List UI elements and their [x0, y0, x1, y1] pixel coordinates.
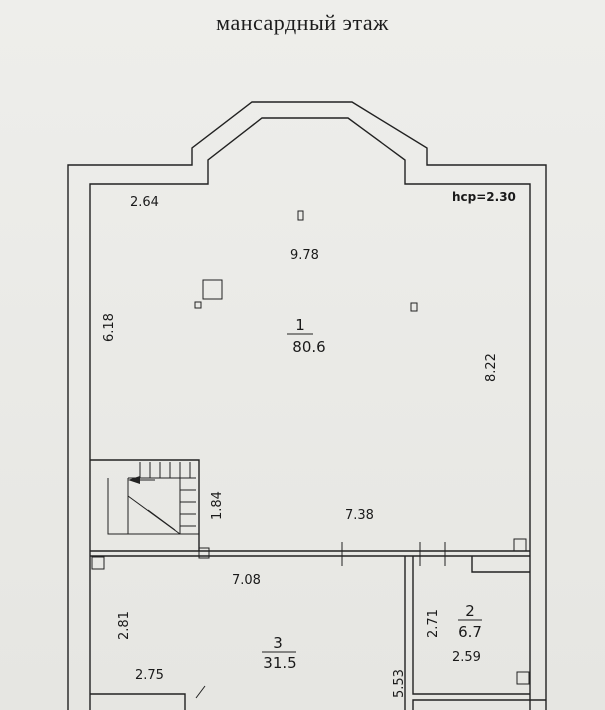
chimney-block: [202, 279, 223, 300]
stair-arrow-icon: [128, 476, 140, 484]
dim-top-left-width: 2.64: [130, 195, 159, 210]
dim-left-height: 6.18: [102, 313, 117, 342]
dim-right-height: 8.22: [484, 353, 499, 382]
vent-2: [194, 301, 202, 309]
room3-wall-bottom: [90, 693, 186, 710]
dim-room3-width: 7.08: [232, 573, 261, 588]
inner-wall: [89, 117, 531, 710]
ceiling-height-label: hср=2.30: [452, 190, 516, 204]
room-2-area: 6.7: [458, 623, 482, 641]
room-3-area: 31.5: [263, 654, 296, 672]
room2-wall-inner: [412, 556, 530, 695]
dim-lower-right-width: 7.38: [345, 508, 374, 523]
column-1: [198, 547, 210, 559]
room2-wall-bottom: [412, 699, 546, 710]
room-3-label: 3 31.5: [262, 634, 297, 672]
dim-room2-height: 2.71: [426, 609, 441, 638]
vent-3: [410, 302, 418, 312]
vent-1: [297, 210, 304, 221]
room-2-number: 2: [465, 602, 475, 620]
column-2: [513, 538, 527, 552]
column-3: [91, 556, 105, 570]
room-1-number: 1: [295, 316, 305, 334]
dim-room2-width: 2.59: [452, 650, 481, 665]
dim-room3-bottom-left: 2.75: [135, 668, 164, 683]
door-swing: [195, 685, 206, 699]
room-1-area: 80.6: [292, 338, 325, 356]
room2-wall-top: [471, 556, 530, 573]
staircase: [90, 459, 200, 551]
room-2-label: 2 6.7: [458, 602, 482, 641]
column-4: [516, 671, 530, 685]
dim-room3-left-height: 2.81: [117, 611, 132, 640]
room-1-label: 1 80.6: [287, 316, 326, 356]
dim-stair-height: 1.84: [210, 491, 225, 520]
room-3-number: 3: [273, 634, 283, 652]
dim-room3-vertical: 5.53: [392, 669, 407, 698]
dim-main-width: 9.78: [290, 248, 319, 263]
outer-wall: [67, 101, 547, 710]
plan-title: мансардный этаж: [216, 10, 389, 35]
